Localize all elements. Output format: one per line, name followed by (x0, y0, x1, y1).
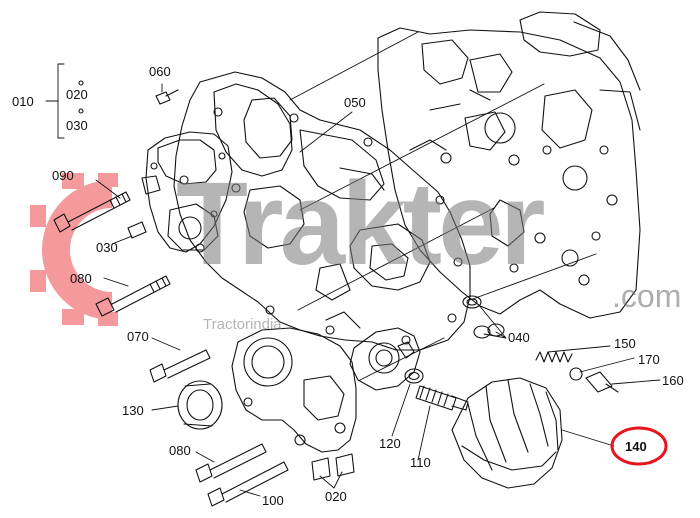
o-rings-set (462, 295, 505, 339)
engine-block (377, 11, 641, 319)
callout-140: 140 (625, 439, 647, 454)
callout-040: 040 (508, 330, 530, 345)
callout-160: 160 (662, 373, 684, 388)
callout-130: 130 (122, 403, 144, 418)
leader-lines (45, 31, 661, 497)
callout-170: 170 (638, 352, 660, 367)
callout-020-bottom: 020 (325, 489, 347, 504)
filter-pipe (415, 385, 469, 411)
callout-030: 030 (96, 240, 118, 255)
bolts (53, 80, 355, 507)
oil-seal-ring (177, 380, 223, 430)
callout-090: 090 (52, 168, 74, 183)
oil-filter-cartridge (451, 377, 563, 489)
highlight-circle (610, 426, 668, 466)
relief-valve-parts (535, 351, 619, 393)
watermark-gear-logo (30, 173, 118, 326)
oil-pump-housing (231, 327, 357, 453)
callout-030-top: 030 (66, 118, 88, 133)
callout-010: 010 (12, 94, 34, 109)
callout-120: 120 (379, 436, 401, 451)
watermark-tagline: Tractorindia (203, 316, 282, 333)
callout-070: 070 (127, 329, 149, 344)
callout-150: 150 (614, 336, 636, 351)
callout-020-top: 020 (66, 87, 88, 102)
callout-100: 100 (262, 493, 284, 508)
callout-080-top: 080 (70, 271, 92, 286)
callout-080-bottom: 080 (169, 443, 191, 458)
thermostat-housing (141, 131, 233, 253)
o-ring (404, 368, 424, 384)
watermark-domain: .com (612, 278, 682, 314)
gear-case-cover (173, 71, 471, 351)
callout-110: 110 (410, 455, 431, 470)
callout-060: 060 (149, 64, 171, 79)
callout-050: 050 (344, 95, 366, 110)
watermark-brand: Trakter (176, 158, 546, 290)
